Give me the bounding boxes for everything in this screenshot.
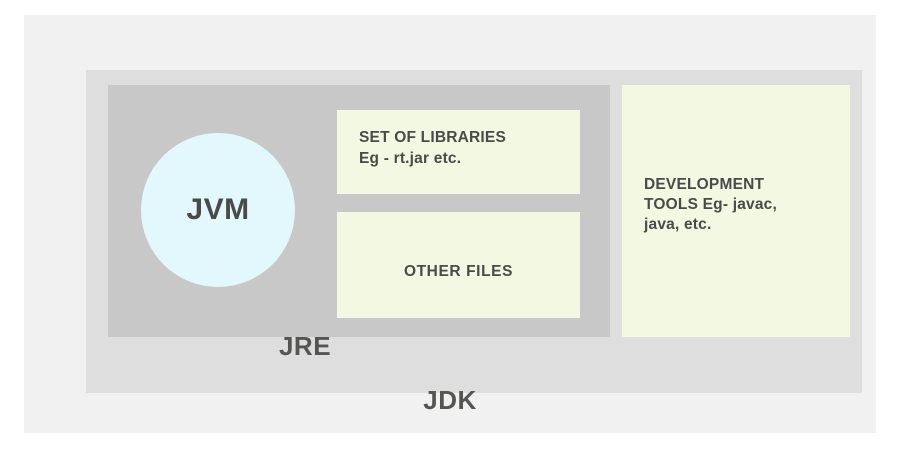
panel-other-files: OTHER FILES xyxy=(337,212,580,318)
panel-set-of-libraries: SET OF LIBRARIES Eg - rt.jar etc. xyxy=(337,110,580,194)
other-files-label: OTHER FILES xyxy=(403,262,514,280)
development-tools-line2: TOOLS Eg- javac, xyxy=(644,196,777,214)
jdk-container: JVM SET OF LIBRARIES Eg - rt.jar etc. OT… xyxy=(24,15,876,433)
jdk-label: JDK xyxy=(423,385,477,415)
set-of-libraries-line2: Eg - rt.jar etc. xyxy=(359,149,462,167)
development-tools-line3: java, etc. xyxy=(644,216,712,234)
jre-label: JRE xyxy=(278,331,332,361)
development-tools-text: DEVELOPMENT TOOLS Eg- javac, java, etc. xyxy=(644,175,850,235)
development-tools-line1: DEVELOPMENT xyxy=(644,176,765,193)
jvm-ellipse: JVM xyxy=(141,133,295,287)
panel-development-tools: DEVELOPMENT TOOLS Eg- javac, java, etc. xyxy=(622,85,850,337)
set-of-libraries-line1: SET OF LIBRARIES xyxy=(359,129,507,146)
set-of-libraries-text: SET OF LIBRARIES Eg - rt.jar etc. xyxy=(359,128,580,170)
jvm-label: JVM xyxy=(186,193,250,226)
